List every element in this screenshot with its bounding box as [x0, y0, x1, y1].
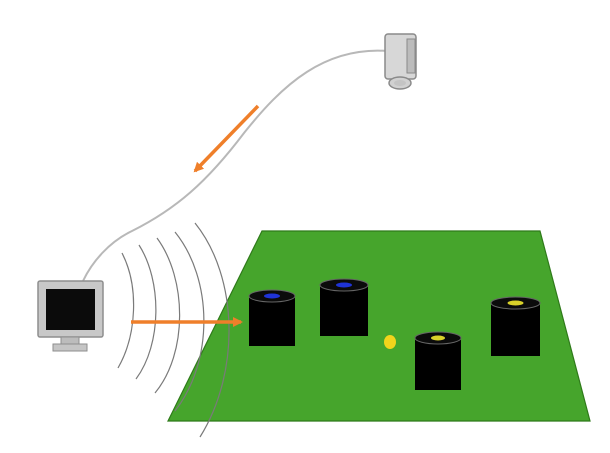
- robot-4: [490, 296, 541, 356]
- radio-wave-2: [135, 244, 157, 380]
- robot-4-marker: [507, 300, 524, 306]
- robot-1: [248, 289, 296, 346]
- monitor-base: [52, 343, 88, 352]
- robot-4-body: [491, 303, 540, 356]
- monitor-neck: [60, 336, 80, 345]
- robot-3: [414, 331, 462, 390]
- robot-2: [319, 278, 369, 336]
- robot-2-marker: [336, 282, 352, 288]
- monitor-icon: [37, 280, 104, 352]
- camera-lens-inner: [394, 80, 406, 86]
- camera-cable: [82, 49, 398, 282]
- camera-to-computer-arrow: [193, 104, 260, 173]
- robot-1-body: [249, 296, 295, 346]
- ball-icon: [384, 335, 396, 349]
- camera-icon: [384, 33, 417, 90]
- radio-wave-3: [154, 237, 181, 394]
- robot-3-marker: [431, 335, 445, 341]
- monitor-screen: [46, 289, 95, 330]
- radio-wave-1: [117, 252, 135, 369]
- camera-side: [406, 38, 416, 74]
- robot-2-body: [320, 285, 368, 336]
- radio-wave-5: [194, 222, 230, 438]
- robot-3-body: [415, 338, 461, 390]
- robot-1-marker: [264, 293, 280, 299]
